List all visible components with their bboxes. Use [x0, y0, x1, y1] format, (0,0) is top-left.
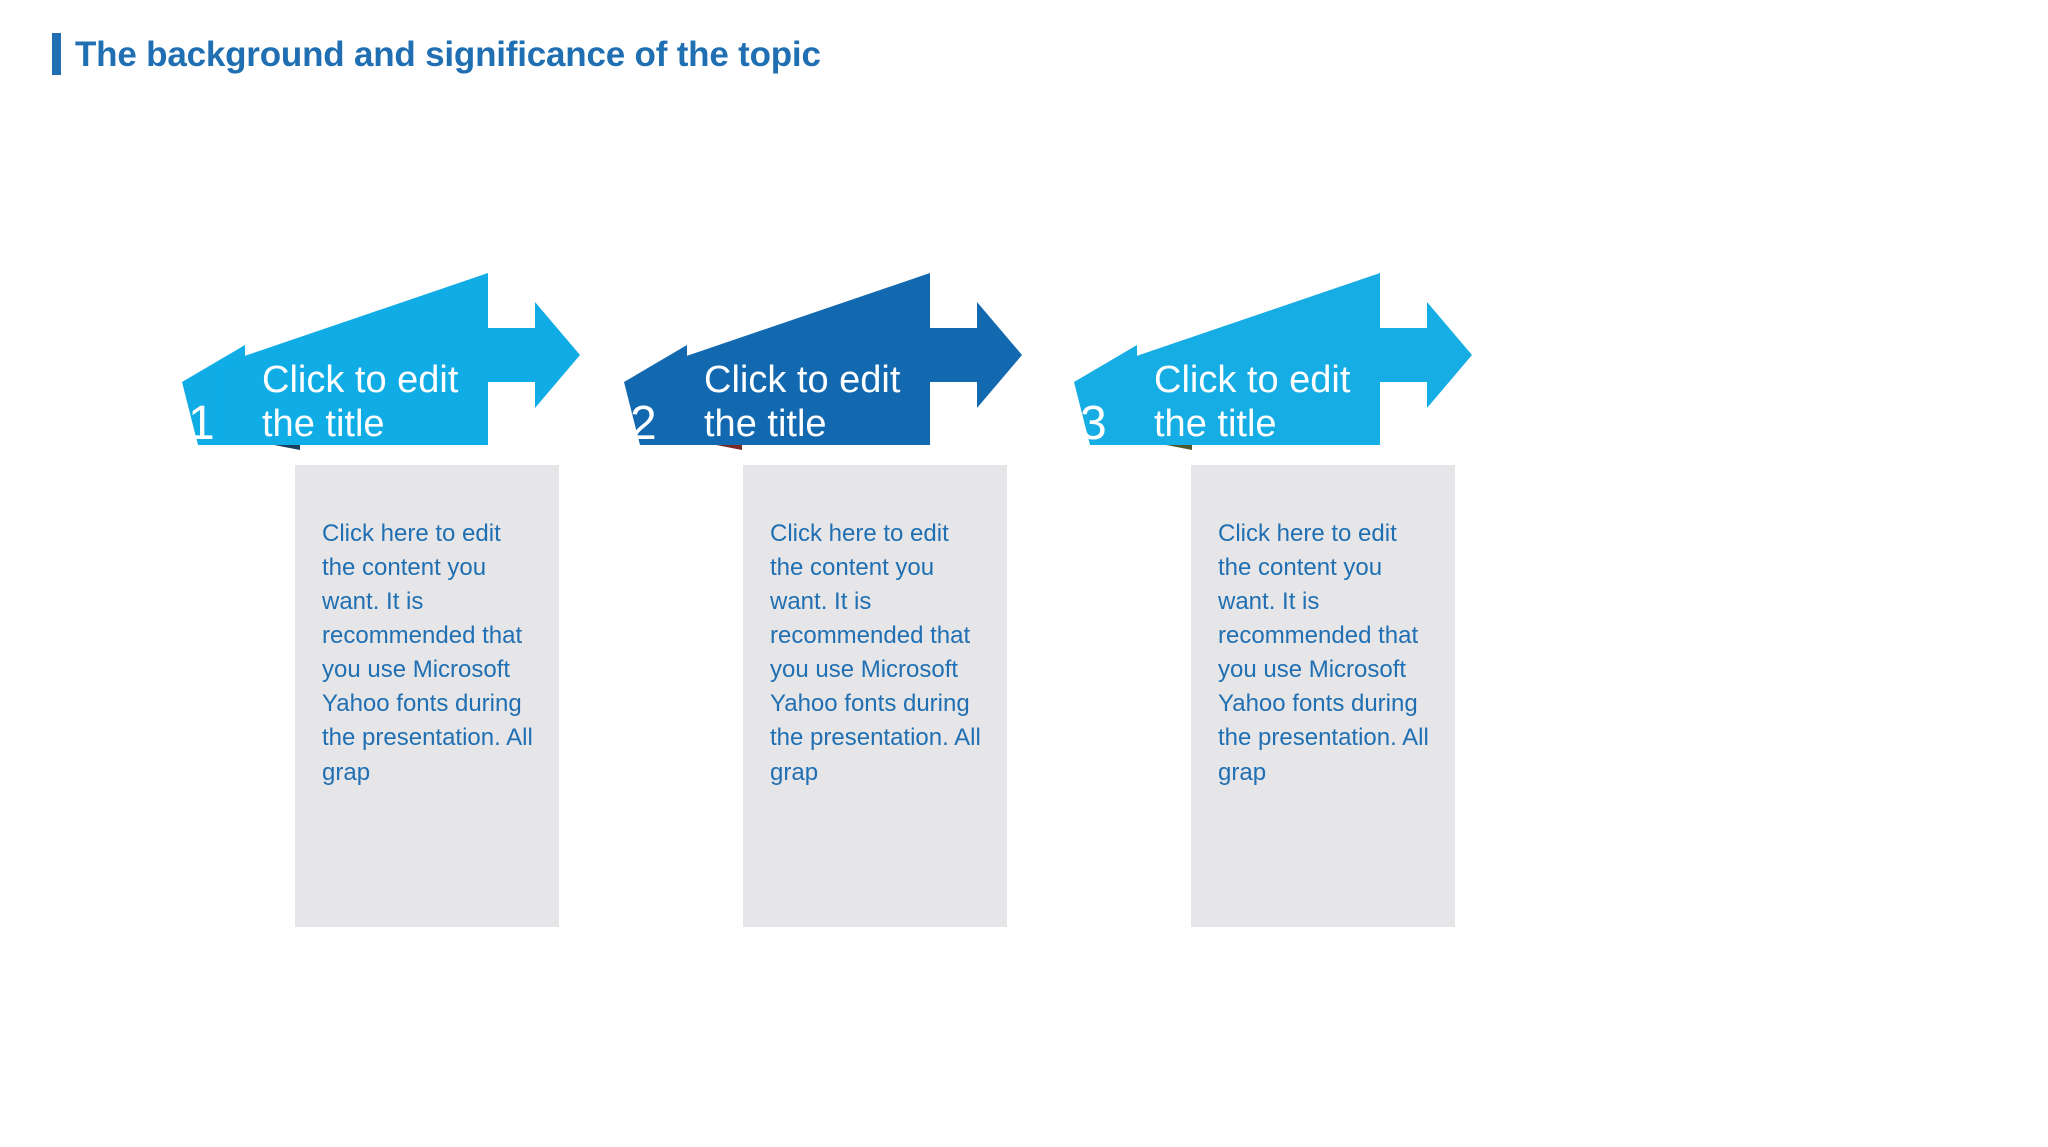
banner-body-shape — [660, 273, 930, 445]
banner-arrow-icon — [488, 302, 580, 408]
banner-body-shape — [1110, 273, 1380, 445]
page-title-text: The background and significance of the t… — [75, 34, 821, 74]
step-content-text[interactable]: Click here to edit the content you want.… — [770, 520, 981, 786]
step-content-panel: Click here to edit the content you want.… — [295, 465, 559, 927]
step-title[interactable]: Click to edit the title — [704, 359, 901, 446]
step-content-panel: Click here to edit the content you want.… — [1191, 465, 1455, 927]
step-content-panel: Click here to edit the content you want.… — [743, 465, 1007, 927]
page-title: The background and significance of the t… — [52, 33, 821, 75]
process-step-card: 1 Click to edit the title Click here to … — [140, 0, 720, 1147]
step-content-text[interactable]: Click here to edit the content you want.… — [1218, 520, 1429, 786]
step-number: 3 — [1080, 397, 1107, 450]
step-title[interactable]: Click to edit the title — [1154, 359, 1351, 446]
title-accent-bar — [52, 33, 61, 75]
banner-body-shape — [218, 273, 488, 445]
step-title[interactable]: Click to edit the title — [262, 359, 459, 446]
process-step-card: 3 Click to edit the title Click here to … — [1036, 0, 1616, 1147]
step-banner-shape — [182, 273, 580, 450]
step-banner-shape — [624, 273, 1022, 450]
step-number: 1 — [188, 397, 215, 450]
banner-arrow-icon — [930, 302, 1022, 408]
step-number: 2 — [630, 397, 657, 450]
step-banner-shape — [1074, 273, 1472, 450]
process-step-card: 2 Click to edit the title Click here to … — [588, 0, 1168, 1147]
banner-arrow-icon — [1380, 302, 1472, 408]
step-content-text[interactable]: Click here to edit the content you want.… — [322, 520, 533, 786]
